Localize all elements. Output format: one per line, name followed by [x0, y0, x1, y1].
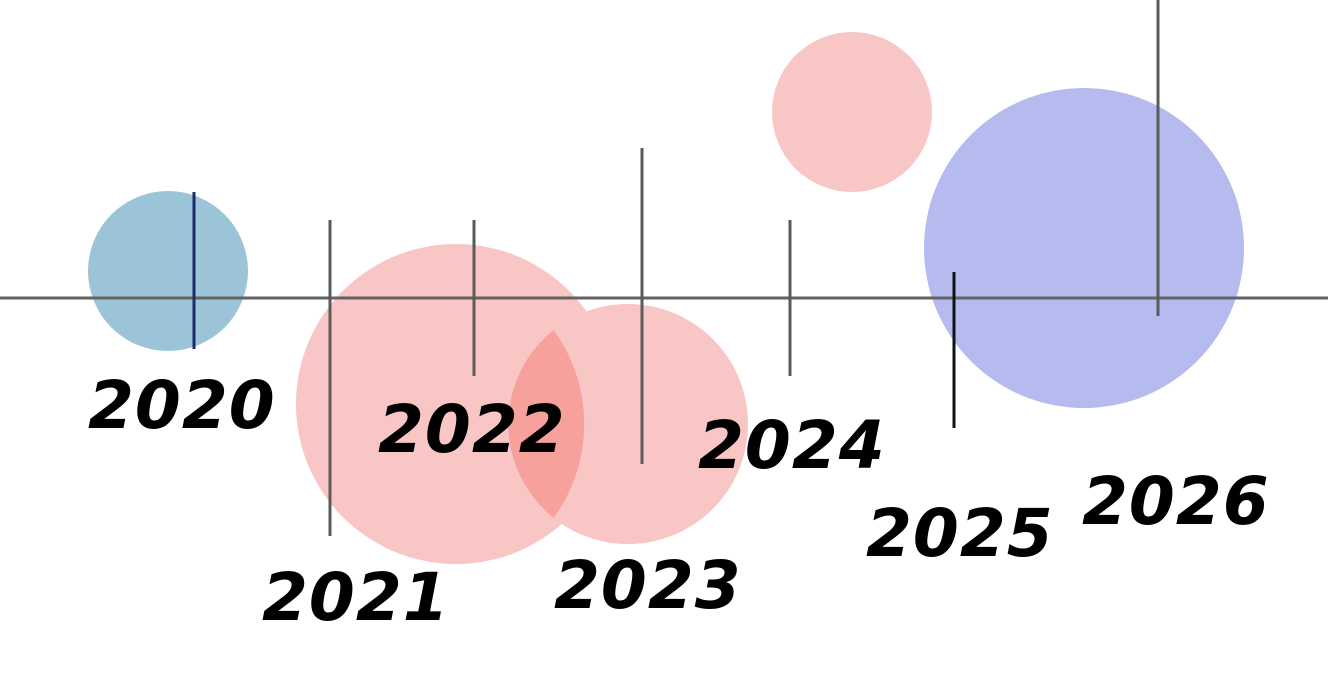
year-label-2020: 2020	[88, 367, 276, 444]
year-label-2021: 2021	[262, 559, 450, 636]
circle-overlap-2021-2023	[508, 330, 585, 518]
year-label-2025: 2025	[866, 495, 1054, 572]
circle-2024	[772, 32, 932, 192]
year-label-2024: 2024	[698, 407, 886, 484]
year-label-2026: 2026	[1082, 463, 1270, 540]
year-labels: 2020 2021 2022 2023 2024 2025 2026	[88, 367, 1270, 636]
circle-2020	[88, 191, 248, 351]
year-label-2022: 2022	[378, 391, 566, 468]
event-circles	[88, 32, 1244, 564]
year-label-2023: 2023	[554, 547, 742, 624]
event-ticks	[192, 0, 1160, 536]
circle-2026	[924, 88, 1244, 408]
